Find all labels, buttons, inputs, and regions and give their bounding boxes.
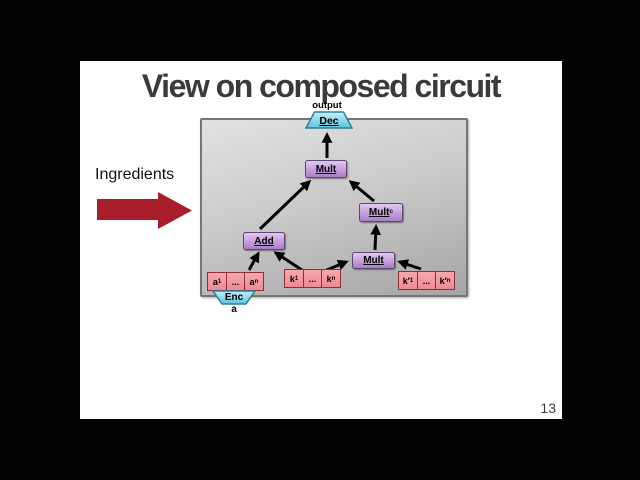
arrow-multc-to-mult [348,180,375,203]
cell-a-ellipsis: ... [225,272,246,291]
arrow-multlower-to-multc [370,224,382,251]
cell-k-ellipsis: ... [302,269,323,288]
add-node: Add [243,232,285,250]
enc-node: Enc [224,291,244,303]
arrow-kprow-to-multlower [397,259,422,271]
presentation-slide: View on composed circuit Ingredients [80,61,562,419]
dec-trapezoid-icon [305,111,353,129]
arrow-krow-to-add [273,251,303,272]
cell-kp1: k′1 [398,271,418,290]
arrow-add-to-mult [258,179,312,231]
cell-kpn: k′n [435,271,455,290]
arrow-arow-to-add [247,251,260,271]
dec-node: Dec [319,114,339,127]
page-number: 13 [540,400,556,416]
slide-title: View on composed circuit [141,68,502,104]
enc-input-label: a [231,304,237,315]
mult-const-subscript: c [389,208,394,216]
mult-top-node: Mult [305,160,347,178]
key-kprime-row: k′1 ... k′n [398,271,455,290]
ingredients-label: Ingredients [95,166,175,183]
mult-lower-node: Mult [352,252,395,269]
cell-kp-ellipsis: ... [416,271,437,290]
enc-trapezoid-icon [212,290,256,305]
output-label: output [312,100,342,111]
